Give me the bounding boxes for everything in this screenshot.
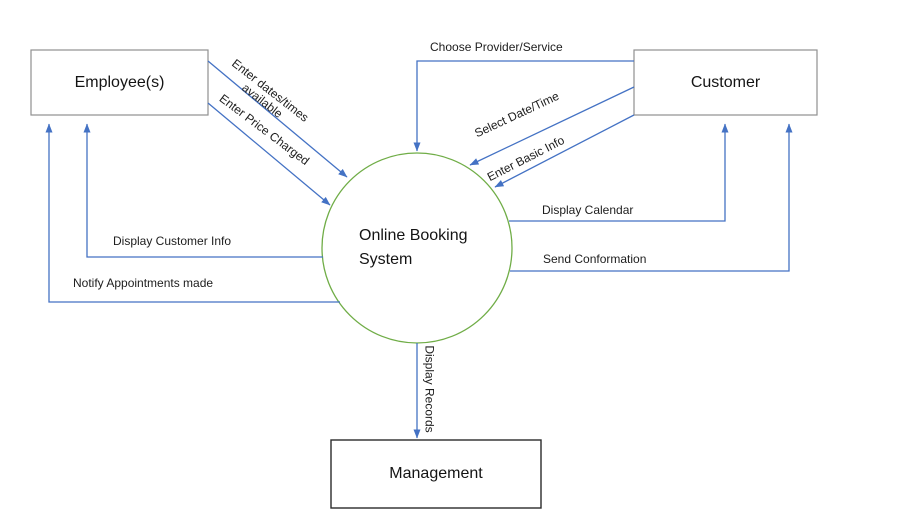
edge-label-choose-provider: Choose Provider/Service [430,40,563,54]
edge-choose-provider [413,60,634,152]
employee-entity-box [30,49,209,116]
edge-enter-basic [494,114,635,188]
customer-entity-label: Customer [690,73,761,91]
edge-label-display-customer-info: Display Customer Info [113,234,232,248]
process-label-line2: System [359,251,413,268]
edge-send-conformation [510,123,793,272]
process-label: Online Booking System [359,224,494,272]
edge-label-display-records: Display Records [422,345,437,433]
edge-label-send-conformation: Send Conformation [543,252,647,266]
edge-select-date [469,86,635,166]
management-entity-label: Management [389,465,483,482]
employee-entity-label: Employee(s) [74,73,165,91]
edge-display-customer-info [83,123,323,258]
edge-display-calendar [509,123,729,222]
edge-label-notify-appointments: Notify Appointments made [73,276,214,290]
management-entity-box [330,439,542,509]
customer-entity-box [633,49,818,116]
edge-label-display-calendar: Display Calendar [542,203,634,217]
edge-enter-price [207,102,331,206]
process-label-line1: Online Booking [359,227,468,244]
edge-enter-dates [207,60,348,178]
edge-notify-appointments [45,123,340,303]
